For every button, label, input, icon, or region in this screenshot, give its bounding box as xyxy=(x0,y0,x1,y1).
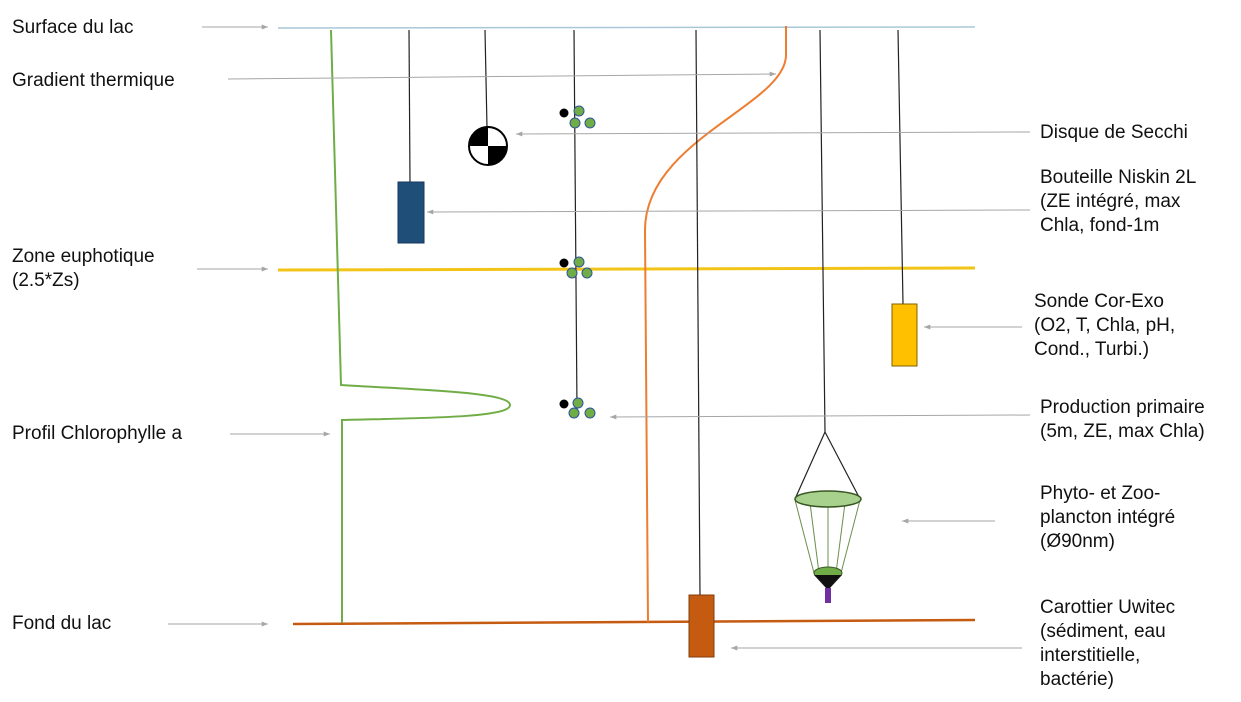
sonde-probe-icon xyxy=(891,303,918,367)
corer-label: Carottier Uwitec (sédiment, eau intersti… xyxy=(1040,597,1176,690)
gradient-arrow xyxy=(227,71,777,80)
plankton-label: Phyto- et Zoo- plancton intégré (Ø90nm) xyxy=(1040,483,1176,552)
surface-label: Surface du lac xyxy=(12,17,134,38)
production-label: Production primaire (5m, ZE, max Chla) xyxy=(1040,397,1205,442)
secchi-arrow xyxy=(515,131,1031,137)
chlorophyll-label: Profil Chlorophylle a xyxy=(12,423,183,444)
euphotic-label: Zone euphotique (2.5*Zs) xyxy=(12,246,155,291)
sonde-label: Sonde Cor-Exo (O2, T, Chla, pH, Cond., T… xyxy=(1034,291,1176,360)
corer-line xyxy=(695,29,701,597)
incubation-beads-icon xyxy=(559,105,596,129)
incubation-beads-icon xyxy=(559,397,596,419)
niskin-label: Bouteille Niskin 2L (ZE intégré, max Chl… xyxy=(1040,167,1197,236)
sonde-line xyxy=(897,29,904,305)
niskin-bottle-icon xyxy=(397,181,425,244)
surface-line xyxy=(277,26,976,29)
incubation-beads-icon xyxy=(559,256,593,279)
corer-icon xyxy=(688,594,715,658)
gradient-label: Gradient thermique xyxy=(12,70,175,91)
left-arrows xyxy=(168,24,777,627)
plankton-net-icon xyxy=(794,431,862,603)
euphotic-zone-line xyxy=(277,266,976,272)
secchi-line xyxy=(484,29,488,129)
niskin-line xyxy=(408,29,411,184)
secchi-label: Disque de Secchi xyxy=(1040,122,1188,143)
production-arrow xyxy=(609,414,1031,420)
right-arrows xyxy=(426,131,1031,651)
bottom-label: Fond du lac xyxy=(12,613,112,634)
secchi-disk-icon xyxy=(468,126,508,166)
production-line xyxy=(573,29,578,411)
niskin-arrow xyxy=(426,209,1031,215)
chlorophyll-profile-curve xyxy=(330,29,512,623)
plankton-net-line xyxy=(819,29,826,433)
lake-bottom-line xyxy=(292,618,976,626)
thermal-gradient-curve xyxy=(643,26,787,623)
